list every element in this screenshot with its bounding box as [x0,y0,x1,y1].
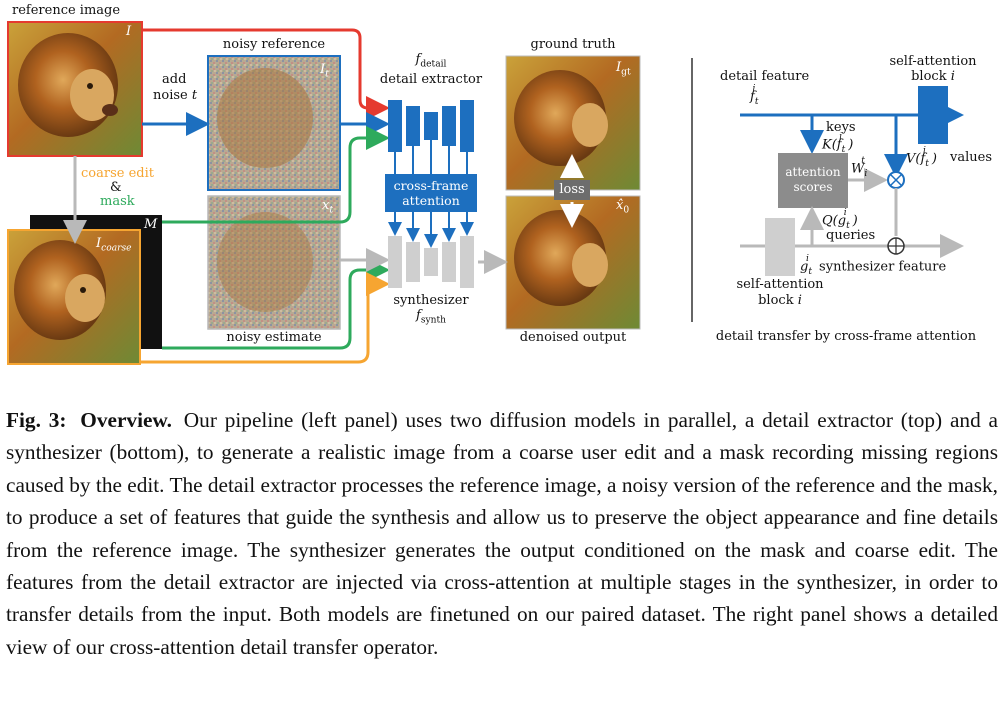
arrow-reference-to-extractor [142,28,390,120]
caption-heading: Overview. [80,408,172,432]
denoised-output-image [505,195,641,330]
cross-frame-attention-box: cross-frame attention [385,174,477,212]
self-attention-top-line1: self-attention [889,54,977,69]
detail-feature-label: detail feature [720,69,810,84]
cross-attention-links [388,140,474,248]
reference-symbol: I [126,24,132,39]
coarse-edit-label: coarse edit [81,166,154,181]
detail-feature-math: fti [750,84,759,107]
self-attention-bottom-line1: self-attention [736,277,824,292]
attention-scores-label: attention scores [778,165,848,195]
values-label: values [950,150,992,165]
figure-caption: Fig. 3: Overview. Our pipeline (left pan… [6,404,998,663]
denoised-symbol: x̂0 [616,198,630,216]
values-math: V(fti) [906,146,937,169]
noisy-estimate-image [207,195,341,330]
mask-symbol: M [144,217,158,232]
keys-math: K(fti) [822,132,854,155]
noisy-estimate-label: noisy estimate [226,330,322,345]
add-noise-line2: noise t [153,88,198,103]
mask-label: mask [100,194,135,209]
noisy-estimate-symbol: xt [322,198,333,216]
synthesizer-label: synthesizer [393,293,469,308]
synth-feature-label: gti synthesizer feature [800,254,947,277]
keys-label: keys [826,120,856,135]
self-attention-top-line2: block i [911,69,955,84]
gt-symbol: Igt [616,60,631,78]
queries-label: queries [826,228,876,243]
denoised-output-label: denoised output [519,330,627,345]
self-attention-block-bottom [765,218,795,276]
reference-image [7,21,143,157]
detail-extractor-unet [388,100,474,152]
figure-graphics [7,21,964,365]
right-panel-caption: detail transfer by cross-frame attention [715,329,977,344]
arrow-mask-to-extractor [162,126,390,224]
self-attention-block-top [918,86,948,144]
amp-label: & [110,180,122,195]
noisy-reference-symbol: It [320,62,329,80]
detail-extractor-label: detail extractor [379,72,483,87]
coarse-symbol: Icoarse [96,236,132,254]
coarse-edit-image [7,215,162,365]
noisy-reference-label: noisy reference [222,37,326,52]
f-synth-symbol: fsynth [416,308,446,326]
self-attention-bottom-line2: block i [758,293,802,308]
queries-math: Q(gti) [822,208,858,231]
w-math: Wit [851,156,868,179]
add-noise-line1: add [162,72,187,87]
f-detail-symbol: fdetail [415,52,447,70]
arrow-mask-to-synth [162,258,390,350]
loss-box: loss [554,180,590,200]
arrow-coarse-to-synth [140,272,390,364]
caption-fig-number: Fig. 3: [6,408,67,432]
figure-overview: reference image I add noise t noisy refe… [7,3,992,365]
ground-truth-label: ground truth [530,37,616,52]
caption-body: Our pipeline (left panel) uses two diffu… [6,408,998,659]
synthesizer-unet [388,236,474,288]
reference-image-label: reference image [12,3,121,18]
